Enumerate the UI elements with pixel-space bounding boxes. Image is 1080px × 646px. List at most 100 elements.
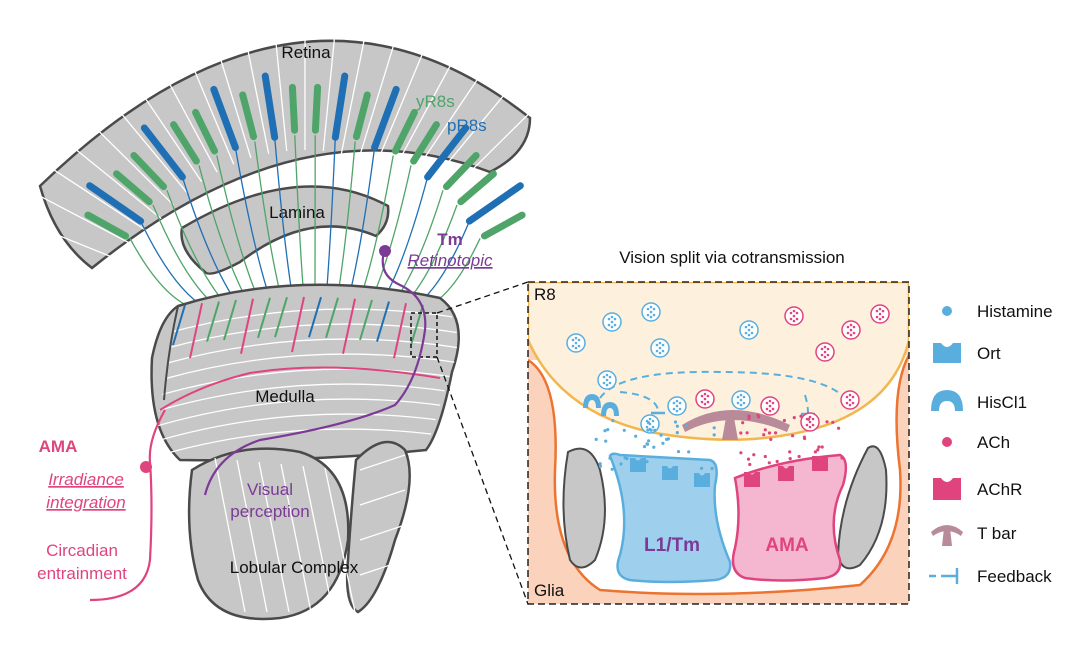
histamine-molecule [700,467,703,470]
lamina-label: Lamina [269,203,325,222]
ach-dot-icon [942,437,952,447]
glia-process-left [563,449,605,568]
t-bar-icon [931,525,963,546]
ach-vesicle [841,391,859,409]
legend-label-hiscl1: HisCl1 [977,393,1027,412]
ach-molecule [831,421,834,424]
ach-molecule [768,431,771,434]
legend-item-achr: AChR [933,478,1022,500]
histamine-molecule [599,465,602,468]
ach-molecule [739,451,742,454]
inset-title: Vision split via cotransmission [619,248,845,267]
lobular-complex-label: Lobular Complex [230,558,359,577]
ach-molecule [825,420,828,423]
legend-label-achr: AChR [977,480,1022,499]
ama-output-line2: entrainment [37,564,127,583]
histamine-molecule [713,433,716,436]
histamine-molecule [634,435,637,438]
lobular-complex: Lobular Complex [189,442,410,619]
ach-molecule [752,453,755,456]
retina-stripe [477,211,611,265]
retina-stripe [469,182,597,249]
ach-molecule [821,445,824,448]
ach-molecule [816,448,819,451]
ach-vesicle [801,413,819,431]
ama-output-line1: Circadian [46,541,118,560]
histamine-molecule [645,460,648,463]
histamine-molecule [645,442,648,445]
ach-molecule [769,438,772,441]
histamine-molecule [611,419,614,422]
l1tm-label: L1/Tm [644,535,700,556]
histamine-molecule [661,442,664,445]
yr8-photoreceptor [292,87,294,130]
legend-label-t-bar: T bar [977,524,1017,543]
histamine-molecule [606,428,609,431]
histamine-molecule [676,425,679,428]
histamine-molecule [676,431,679,434]
legend-label-feedback: Feedback [977,567,1052,586]
ach-molecule [762,433,765,436]
ach-molecule [747,458,750,461]
ama-soma [140,461,152,473]
histamine-molecule [647,439,650,442]
histamine-molecule [711,467,714,470]
ach-molecule [757,413,760,416]
histamine-molecule [608,457,611,460]
histamine-vesicle [642,303,660,321]
ach-molecule [748,417,751,420]
glia-label: Glia [534,581,565,600]
ach-vesicle [761,397,779,415]
ach-molecule [788,450,791,453]
histamine-molecule [643,445,646,448]
legend-label-ort: Ort [977,344,1001,363]
yr8-photoreceptor [484,215,522,236]
legend-label-histamine: Histamine [977,302,1053,321]
histamine-dot-icon [942,306,952,316]
tm-output-line2: perception [230,502,309,521]
medulla-label: Medulla [255,387,315,406]
tm-output-line1: Visual [247,480,293,499]
histamine-molecule [619,462,622,465]
ach-molecule [783,419,786,422]
histamine-vesicle [732,391,750,409]
ach-molecule [811,457,814,460]
ach-molecule [807,418,810,421]
ach-vesicle [816,343,834,361]
histamine-vesicle [651,339,669,357]
retina-label: Retina [281,43,331,62]
histamine-molecule [646,429,649,432]
histamine-molecule [624,456,627,459]
yr8-label: yR8s [416,92,455,111]
legend: Histamine Ort HisCl1 ACh AChR T bar [929,302,1053,586]
ach-vesicle [871,305,889,323]
histamine-molecule [652,446,655,449]
pr8-label: pR8s [447,116,487,135]
ach-molecule [741,421,744,424]
ach-molecule [746,431,749,434]
feedback-icon [929,568,957,584]
r8-label: R8 [534,285,556,304]
ach-molecule [799,415,802,418]
ama-neuron: AMA Irradiance integration Circadian ent… [37,410,165,600]
tm-name: Tm [437,230,463,249]
yr8-photoreceptor [461,174,494,202]
legend-item-hiscl1: HisCl1 [931,390,1027,412]
histamine-molecule [667,437,670,440]
ama-role-line2: integration [46,493,125,512]
histamine-molecule [650,429,653,432]
ach-molecule [837,427,840,430]
yr8-photoreceptor [315,87,317,130]
ach-molecule [803,437,806,440]
ama-name: AMA [39,437,78,456]
histamine-molecule [653,429,656,432]
histamine-molecule [604,440,607,443]
histamine-vesicle [668,397,686,415]
tm-soma [379,245,391,257]
zoom-connector-bottom [437,357,528,604]
legend-label-ach: ACh [977,433,1010,452]
ach-molecule [798,455,801,458]
ach-molecule [789,457,792,460]
ach-molecule [774,431,777,434]
